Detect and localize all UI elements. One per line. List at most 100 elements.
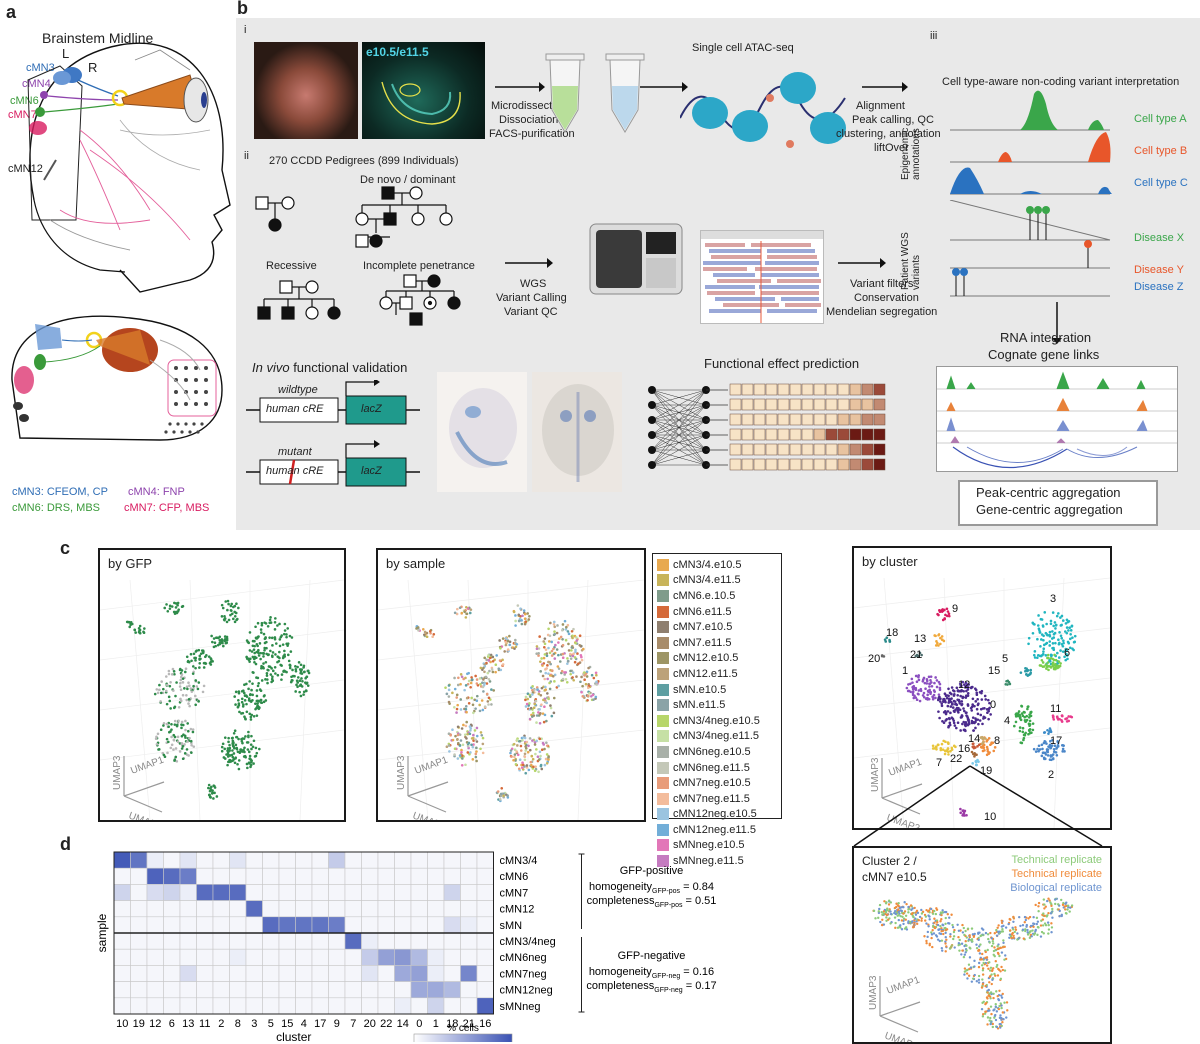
heatmap-cell	[361, 900, 379, 918]
umap-point	[557, 684, 560, 688]
umap-point	[165, 702, 169, 706]
umap-point	[975, 943, 978, 946]
heatmap-cell	[311, 981, 329, 999]
umap-point	[165, 603, 168, 606]
heatmap-cell	[113, 965, 131, 982]
umap-point	[994, 1005, 997, 1008]
heatmap-cell	[410, 884, 428, 901]
axis-label-umap2: UMAP2	[127, 810, 164, 820]
umap-point	[258, 642, 262, 645]
heatmap-cell	[229, 916, 247, 934]
umap-point	[168, 607, 172, 610]
umap-point	[535, 686, 539, 689]
umap-point	[192, 652, 196, 656]
legend-label: sMN.e10.5	[673, 683, 727, 696]
umap-point	[1037, 614, 1040, 617]
umap-point	[240, 739, 244, 743]
umap-point	[455, 711, 458, 714]
umap-point	[190, 659, 193, 663]
umap-point	[968, 956, 972, 959]
umap-point	[1024, 731, 1027, 735]
umap-point	[181, 757, 185, 761]
umap-point	[464, 763, 467, 767]
umap-point	[946, 710, 950, 713]
umap-point	[977, 945, 981, 948]
umap-point	[175, 681, 178, 684]
umap-point	[1042, 932, 1045, 935]
umap-point	[264, 699, 268, 702]
umap-point	[253, 651, 256, 655]
heatmap-cell	[113, 851, 131, 869]
umap-point	[1002, 939, 1005, 942]
umap-point	[997, 997, 1000, 1001]
umap-point	[486, 671, 490, 675]
umap-point	[220, 603, 224, 607]
neural-network-diagram	[648, 383, 886, 471]
umap-point	[259, 628, 263, 631]
umap-point	[535, 714, 539, 717]
umap-point	[902, 912, 905, 915]
gfp-neg-bracket	[578, 937, 585, 1013]
sample-legend-item: sMN.e11.5	[653, 697, 781, 713]
umap-point	[190, 690, 194, 693]
heatmap-cell	[311, 851, 329, 869]
umap-point	[254, 662, 258, 666]
heatmap-cell	[196, 997, 214, 1015]
umap-point	[1037, 910, 1040, 913]
umap-point	[884, 640, 888, 643]
legend-swatch	[657, 699, 669, 712]
legend-swatch	[657, 714, 669, 727]
umap-point	[447, 732, 451, 736]
umap-point	[896, 926, 900, 929]
umap-point	[580, 675, 583, 679]
umap-point	[280, 678, 283, 681]
heatmap-cell	[344, 867, 362, 885]
umap-point	[262, 652, 265, 655]
umap-point	[1027, 716, 1031, 719]
umap-point	[254, 625, 257, 629]
umap-point	[305, 689, 308, 693]
umap-point	[479, 747, 482, 751]
umap-point	[504, 636, 508, 640]
prediction-cell	[873, 413, 886, 426]
umap-point	[555, 648, 559, 651]
nerve-label-cmn6: cMN6	[10, 95, 39, 107]
sample-legend-item: cMN6neg.e10.5	[653, 744, 781, 760]
umap-point	[559, 635, 563, 639]
umap-point	[1012, 915, 1015, 919]
umap-point	[245, 710, 249, 714]
nn-node	[648, 431, 656, 439]
umap-point	[231, 749, 234, 752]
heatmap-cell	[113, 900, 131, 918]
umap-point	[128, 625, 132, 629]
umap-point	[1072, 648, 1075, 652]
umap-point	[1012, 920, 1015, 923]
umap-point	[1028, 936, 1032, 940]
umap-point	[307, 671, 311, 675]
heatmap-cell	[229, 981, 247, 999]
umap-point	[529, 706, 533, 710]
umap-point	[925, 908, 928, 912]
umap-point	[539, 670, 542, 673]
cluster-label-9: 9	[952, 603, 958, 615]
umap-point	[456, 733, 460, 737]
umap-point	[1065, 626, 1069, 629]
umap-point	[1051, 916, 1054, 919]
umap-point	[585, 670, 589, 674]
umap-point	[250, 688, 253, 692]
umap-point	[207, 655, 211, 658]
umap-point	[988, 701, 991, 705]
umap-point	[1040, 658, 1044, 662]
umap-point	[465, 612, 468, 616]
umap-point	[981, 973, 985, 976]
heatmap-cell	[113, 916, 131, 934]
umap-point	[546, 677, 549, 681]
umap-cluster-title: by cluster	[862, 554, 918, 569]
umap-point	[428, 629, 432, 633]
umap-point	[248, 712, 252, 716]
umap-point	[456, 683, 460, 687]
heatmap-cell	[394, 997, 412, 1015]
heatmap-cell	[295, 867, 313, 885]
umap-point	[1043, 611, 1047, 614]
